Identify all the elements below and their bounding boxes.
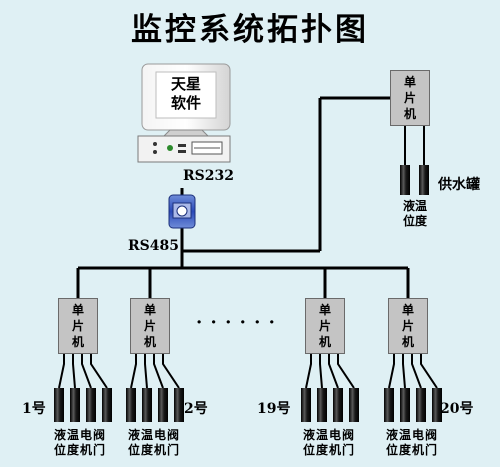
sensor-leg-line [90, 354, 108, 389]
sensor-cylinder-icon [54, 388, 64, 422]
water-tank-mcu: 单 片 机 [390, 70, 430, 126]
water-tank-label: 供水罐 [438, 177, 480, 193]
ellipsis-more-groups: · · · · · · [196, 312, 276, 333]
sensor-cylinder-icon [102, 388, 112, 422]
sensor-leg-line [411, 354, 422, 389]
group-sensor-legs [58, 354, 438, 389]
group-caption-2: 液温电阀位度机门 [127, 428, 180, 457]
rs232-label: RS232 [183, 168, 234, 184]
group-number-2: 2号 [184, 401, 208, 417]
sensor-cylinder-icon [317, 388, 327, 422]
computer-icon [137, 63, 231, 163]
sensor-cylinder-icon [70, 388, 80, 422]
group-caption-1: 液温电阀位度机门 [53, 428, 106, 457]
sensor-cylinder-icon [333, 388, 343, 422]
sensor-cylinder-icon [126, 388, 136, 422]
sensor-cylinder-icon [142, 388, 152, 422]
sensor-leg-line [162, 354, 180, 389]
sensor-cylinder-icon [416, 388, 426, 422]
sensor-leg-line [420, 354, 438, 389]
group-number-19: 19号 [257, 401, 291, 417]
group-sensor-cylinders [54, 388, 442, 422]
sensor-cylinder-icon [349, 388, 359, 422]
group-caption-20: 液温电阀位度机门 [385, 428, 438, 457]
sensor-leg-line [130, 354, 137, 389]
rs485-label: RS485 [128, 238, 179, 254]
sensor-leg-line [153, 354, 164, 389]
sensor-leg-line [58, 354, 65, 389]
rs232-rs485-converter-icon [168, 194, 196, 229]
sensor-cylinder-icon [158, 388, 168, 422]
sensor-cylinder-icon [432, 388, 442, 422]
sensor-leg-line [388, 354, 395, 389]
mcu-group-1: 单片机 [58, 298, 98, 354]
sensor-leg-line [337, 354, 355, 389]
sensor-cylinder-icon [384, 388, 394, 422]
sensor-leg-line [144, 354, 148, 389]
mcu-group-2: 单片机 [130, 298, 170, 354]
group-number-1: 1号 [22, 401, 46, 417]
sensor-leg-line [319, 354, 323, 389]
mcu-group-20: 单片机 [388, 298, 428, 354]
software-name-line1: 天星 [170, 75, 201, 93]
page-title: 监控系统拓扑图 [131, 12, 369, 48]
software-name-line2: 软件 [170, 94, 201, 112]
sensor-leg-line [328, 354, 339, 389]
water-tank-sensor-caption: 液温 位度 [402, 199, 427, 228]
sensor-leg-line [72, 354, 76, 389]
group-caption-19: 液温电阀位度机门 [302, 428, 355, 457]
sensor-cylinder-icon [174, 388, 184, 422]
sensor-leg-line [402, 354, 406, 389]
sensor-cylinder-icon [86, 388, 96, 422]
water-tank-sensors [400, 126, 429, 195]
computer-screen-text: 天星 软件 [158, 75, 214, 113]
bus-lines [76, 96, 410, 298]
sensor-cylinder-icon [301, 388, 311, 422]
sensor-cylinder-icon [400, 388, 410, 422]
sensor-leg-line [81, 354, 92, 389]
group-number-20: 20号 [440, 401, 474, 417]
mcu-group-19: 单片机 [305, 298, 345, 354]
sensor-leg-line [305, 354, 312, 389]
